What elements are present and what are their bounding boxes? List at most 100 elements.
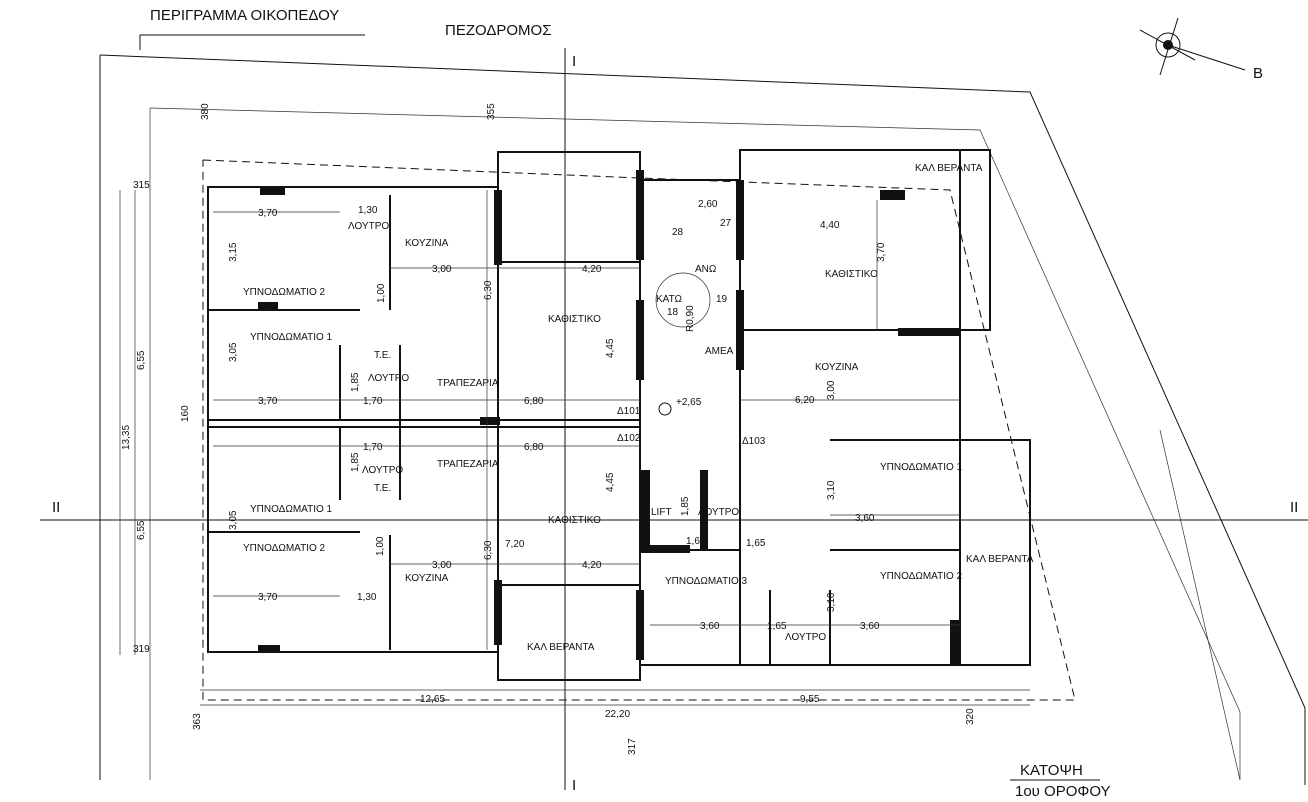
dim-label: 1,85 — [680, 496, 691, 516]
dim-label: 319 — [133, 644, 150, 655]
dim-label: 3,00 — [826, 380, 837, 400]
dim-label: 1,30 — [357, 592, 377, 603]
dim-label: 1,65 — [767, 621, 787, 632]
dim-label: 3,00 — [432, 264, 452, 275]
room-bedroom-1: ΥΠΝΟΔΩΜΑΤΙΟ 1 — [880, 462, 963, 473]
dim-label: 27 — [720, 218, 732, 229]
room-kitchen: ΚΟΥΖΙΝΑ — [815, 362, 859, 373]
dim-label: 3,05 — [228, 510, 239, 530]
dim-label: 363 — [192, 713, 203, 730]
dim-label: 320 — [965, 708, 976, 725]
room-disabled-access: ΑΜΕΑ — [705, 346, 734, 357]
dim-label: 7,20 — [505, 539, 525, 550]
north-label: Β — [1253, 65, 1263, 82]
room-dining: ΤΡΑΠΕΖΑΡΙΑ — [437, 459, 499, 470]
dim-label: 355 — [486, 103, 497, 120]
dim-label: 6,55 — [136, 350, 147, 370]
dim-label: 18 — [667, 307, 679, 318]
door-d101: Δ101 — [617, 406, 641, 417]
room-dining: ΤΡΑΠΕΖΑΡΙΑ — [437, 378, 499, 389]
dim-label: 6,30 — [483, 540, 494, 560]
dim-label: 3,70 — [258, 208, 278, 219]
dim-label: 317 — [627, 738, 638, 755]
dim-label: 28 — [672, 227, 684, 238]
section-marker-right: II — [1290, 499, 1298, 516]
dim-label: 1,00 — [375, 536, 386, 556]
dim-label: 3,60 — [855, 513, 875, 524]
dim-label: 3,70 — [258, 592, 278, 603]
dim-label: 4,20 — [582, 264, 602, 275]
dim-label: 6,30 — [483, 280, 494, 300]
setback-line — [202, 159, 1076, 701]
room-labels: ΥΠΝΟΔΩΜΑΤΙΟ 2 ΥΠΝΟΔΩΜΑΤΙΟ 1 ΚΟΥΖΙΝΑ ΛΟΥΤ… — [243, 163, 1034, 653]
dim-label: 1,30 — [358, 205, 378, 216]
dim-label: 4,45 — [605, 338, 616, 358]
walls — [207, 149, 1031, 681]
dim-label: 315 — [133, 180, 150, 191]
room-bath: ΛΟΥΤΡΟ — [698, 507, 739, 518]
dim-label: 1,65 — [686, 536, 706, 547]
dim-label: 1,70 — [363, 396, 383, 407]
room-living: ΚΑΘΙΣΤΙΚΟ — [548, 515, 601, 526]
room-bedroom-3: ΥΠΝΟΔΩΜΑΤΙΟ 3 — [665, 576, 748, 587]
section-marker-top: I — [572, 53, 576, 70]
room-wc: Τ.Ε. — [374, 483, 391, 494]
drawing-title: ΚΑΤΟΨΗ — [1020, 762, 1083, 779]
plot-boundary — [99, 34, 1306, 785]
section-marker-bottom: I — [572, 777, 576, 794]
drawing-subtitle: 1ου ΟΡΟΦΟΥ — [1015, 783, 1111, 800]
room-bedroom-2: ΥΠΝΟΔΩΜΑΤΙΟ 2 — [243, 543, 326, 554]
dim-label: 1,85 — [350, 372, 361, 392]
room-bedroom-2: ΥΠΝΟΔΩΜΑΤΙΟ 2 — [880, 571, 963, 582]
dim-label: 3,05 — [228, 342, 239, 362]
room-veranda: ΚΑΛ ΒΕΡΑΝΤΑ — [966, 554, 1034, 565]
room-veranda: ΚΑΛ ΒΕΡΑΝΤΑ — [915, 163, 983, 174]
room-bedroom-2: ΥΠΝΟΔΩΜΑΤΙΟ 2 — [243, 287, 326, 298]
room-bath: ΛΟΥΤΡΟ — [785, 632, 826, 643]
dim-label: 1,70 — [363, 442, 383, 453]
dim-label: 3,60 — [860, 621, 880, 632]
room-lift: LIFT — [651, 507, 672, 518]
room-bath: ΛΟΥΤΡΟ — [362, 465, 403, 476]
dim-label: 3,10 — [826, 480, 837, 500]
north-arrow-icon — [1139, 17, 1246, 76]
dim-label: 22,20 — [605, 709, 630, 720]
dim-label: 4,40 — [820, 220, 840, 231]
room-bedroom-1: ΥΠΝΟΔΩΜΑΤΙΟ 1 — [250, 332, 333, 343]
stair-radius: R0,90 — [685, 305, 696, 332]
room-kitchen: ΚΟΥΖΙΝΑ — [405, 238, 449, 249]
dim-label: 6,20 — [795, 395, 815, 406]
dim-label: 6,80 — [524, 442, 544, 453]
room-bath: ΛΟΥΤΡΟ — [368, 373, 409, 384]
level-mark: +2,65 — [676, 397, 702, 408]
plot-outline-label: ΠΕΡΙΓΡΑΜΜΑ ΟΙΚΟΠΕΔΟΥ — [150, 7, 339, 24]
dim-label: 1,00 — [376, 283, 387, 303]
room-living: ΚΑΘΙΣΤΙΚΟ — [825, 269, 878, 280]
dim-label: 13,35 — [121, 425, 132, 450]
room-wc: Τ.Ε. — [374, 350, 391, 361]
dim-label: 19 — [716, 294, 728, 305]
dim-label: 4,45 — [605, 472, 616, 492]
dim-label: 3,10 — [826, 592, 837, 612]
dim-label: 3,70 — [876, 242, 887, 262]
door-d102: Δ102 — [617, 433, 641, 444]
section-lines — [40, 48, 1308, 790]
dim-label: 380 — [200, 103, 211, 120]
room-kitchen: ΚΟΥΖΙΝΑ — [405, 573, 449, 584]
door-d103: Δ103 — [742, 436, 766, 447]
dimension-labels: 3,70 1,30 3,00 4,20 3,70 1,70 6,80 1,70 … — [119, 103, 1030, 755]
dim-label: 4,20 — [582, 560, 602, 571]
dim-label: 2,60 — [698, 199, 718, 210]
room-living: ΚΑΘΙΣΤΙΚΟ — [548, 314, 601, 325]
section-marker-left: II — [52, 499, 60, 516]
room-bedroom-1: ΥΠΝΟΔΩΜΑΤΙΟ 1 — [250, 504, 333, 515]
dim-label: 1,65 — [746, 538, 766, 549]
room-veranda: ΚΑΛ ΒΕΡΑΝΤΑ — [527, 642, 595, 653]
dim-label: 9,55 — [800, 694, 820, 705]
dim-label: 3,00 — [432, 560, 452, 571]
level-mark-icon — [658, 402, 672, 416]
dim-label: 3,60 — [700, 621, 720, 632]
dim-label: 1,85 — [350, 452, 361, 472]
dim-label: 6,80 — [524, 396, 544, 407]
